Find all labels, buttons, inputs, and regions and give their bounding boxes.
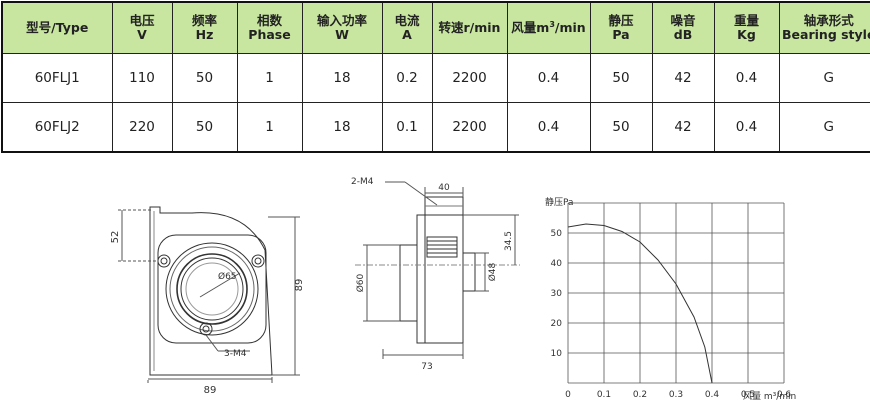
table-cell: G <box>778 102 870 153</box>
table-cell: 1 <box>236 53 303 103</box>
table-cell: 50 <box>589 102 653 153</box>
dim-height-label: 52 <box>110 231 121 244</box>
side-top-label: 2-M4 <box>351 177 374 187</box>
chart-y-tick-label: 30 <box>551 289 563 299</box>
header-unit: Kg <box>737 27 756 42</box>
header-label: 相数 <box>256 13 282 28</box>
table-cell: 60FLJ1 <box>1 53 113 103</box>
chart-x-axis-label: 风量 m³/min <box>743 391 796 402</box>
side-view-drawing: 2-M4 40 34.5 Ø60 Ø48 73 <box>351 177 520 372</box>
header-unit: Bearing style <box>782 27 870 42</box>
header-label-suffix: /min <box>554 20 586 35</box>
header-label: 电压 <box>129 13 155 28</box>
holes-label: 3-M4 <box>224 349 247 359</box>
table-cell: 50 <box>171 53 238 103</box>
table-cell: 50 <box>171 102 238 153</box>
header-label: 电流 <box>394 13 420 28</box>
header-label: 风量m <box>511 20 550 35</box>
table-cell: 18 <box>301 102 383 153</box>
table-cell: 0.2 <box>381 53 433 103</box>
chart-series-line <box>567 223 713 384</box>
header-label: 静压 <box>608 13 634 28</box>
chart-x-tick-label: 0.5 <box>741 390 755 400</box>
header-label: 转速r/min <box>438 20 501 35</box>
table-cell: 2200 <box>431 102 508 153</box>
table-cell: 1 <box>236 102 303 153</box>
table-cell: 0.4 <box>506 102 591 153</box>
table-cell: 2200 <box>431 53 508 103</box>
header-unit: Pa <box>612 27 630 42</box>
header-cell: 转速r/min <box>431 1 508 54</box>
dim-total-height-label: 89 <box>294 279 305 292</box>
chart-x-tick-label: 0.1 <box>597 390 611 400</box>
table-cell: 42 <box>651 102 715 153</box>
header-label: 噪音 <box>670 13 696 28</box>
header-unit: Phase <box>248 27 291 42</box>
performance-chart: 静压Pa 10 20 30 40 50 0 0.1 0.2 0.3 0.4 0.5 0.6 风量 m… <box>545 196 796 402</box>
table-cell: 18 <box>301 53 383 103</box>
dim-width-label: 89 <box>204 385 217 396</box>
header-unit: Hz <box>195 27 214 42</box>
header-unit: V <box>137 27 147 42</box>
chart-x-tick-label: 0.4 <box>705 390 720 400</box>
chart-x-tick-label: 0 <box>565 390 571 400</box>
header-label: 频率 <box>191 13 217 28</box>
table-cell: 0.1 <box>381 102 433 153</box>
header-label: 轴承形式 <box>803 13 854 28</box>
table-cell: G <box>778 53 870 103</box>
chart-y-tick-label: 50 <box>551 229 563 239</box>
table-cell: 220 <box>111 102 173 153</box>
chart-y-tick-label: 40 <box>551 259 563 269</box>
chart-title: 静压Pa <box>545 196 574 208</box>
chart-x-tick-label: 0.2 <box>633 390 647 400</box>
dim-top-label: 40 <box>438 183 450 193</box>
dim-left-label: Ø60 <box>355 273 366 292</box>
table-cell: 50 <box>589 53 653 103</box>
table-cell: 110 <box>111 53 173 103</box>
header-label: 型号/Type <box>26 20 89 35</box>
header-unit: A <box>402 27 412 42</box>
header-unit: dB <box>673 27 693 42</box>
table-cell: 0.4 <box>713 53 780 103</box>
dim-inner-label: Ø48 <box>487 262 498 281</box>
chart-y-tick-label: 20 <box>551 319 563 329</box>
chart-x-tick-label: 0.3 <box>669 390 683 400</box>
table-cell: 0.4 <box>506 53 591 103</box>
dim-right-label: 34.5 <box>504 231 514 251</box>
header-unit: W <box>335 27 349 42</box>
table-cell: 42 <box>651 53 715 103</box>
dim-bottom-label: 73 <box>421 362 432 372</box>
dim-bore-label: Ø65 <box>218 271 237 282</box>
header-label: 输入功率 <box>316 13 367 28</box>
front-view-drawing: 52 89 89 Ø65 3-M4 <box>110 206 305 396</box>
table-cell: 0.4 <box>713 102 780 153</box>
header-label: 重量 <box>733 13 759 28</box>
header-sup: 3 <box>549 19 555 29</box>
chart-x-tick-label: 0.6 <box>777 390 792 400</box>
chart-y-tick-label: 10 <box>551 349 563 359</box>
header-cell: 型号/Type <box>1 1 113 54</box>
table-cell: 60FLJ2 <box>1 102 113 153</box>
header-cell: 风量m3/min <box>506 1 591 54</box>
